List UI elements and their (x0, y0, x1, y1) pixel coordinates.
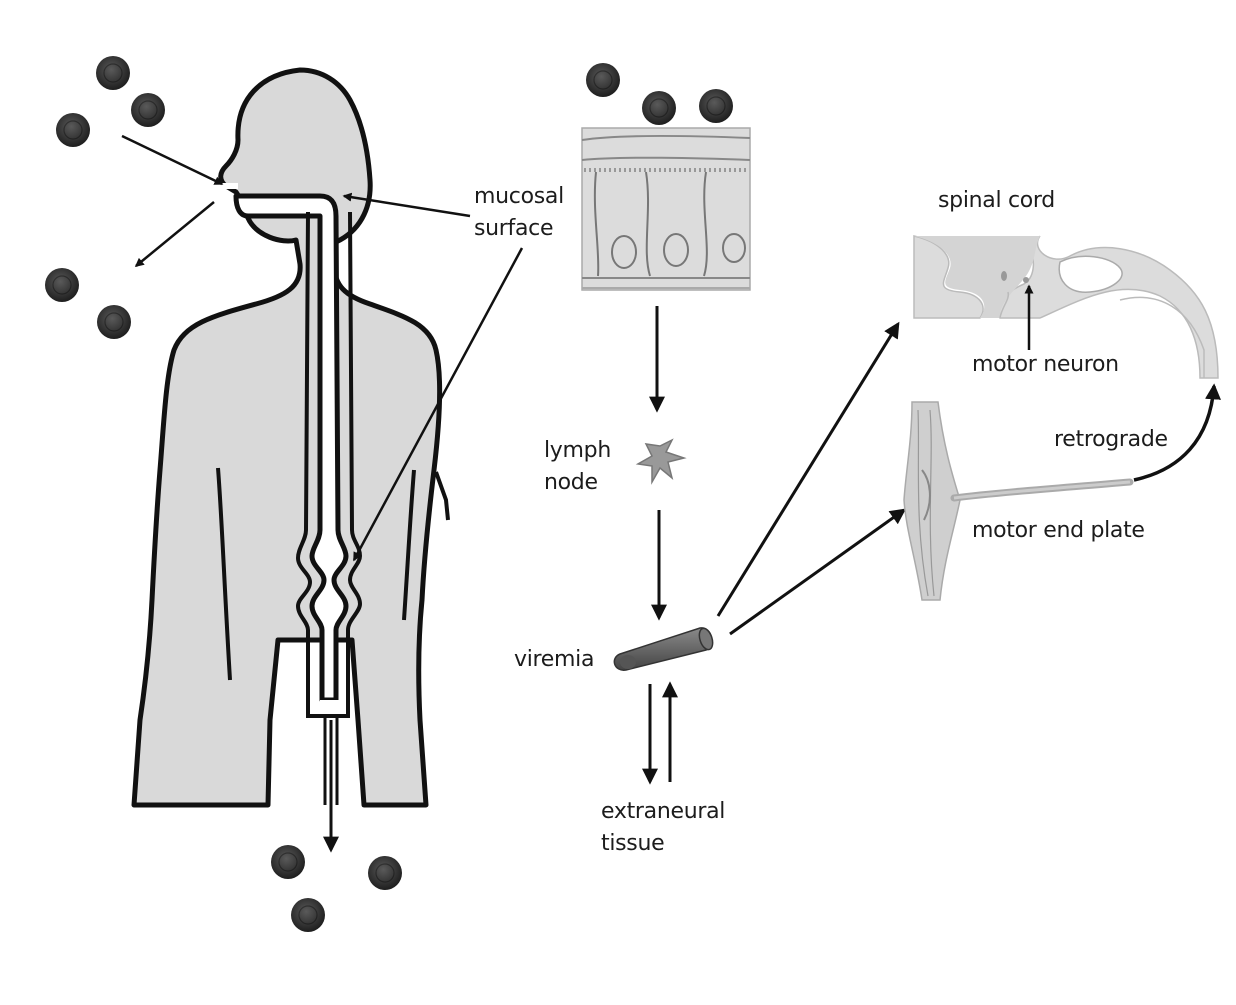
virus-particle (131, 93, 165, 127)
arrow-to-spinal-cord (716, 321, 900, 617)
label-lymph: lymph (544, 438, 611, 463)
label-node: node (544, 470, 598, 495)
human-body-silhouette (131, 67, 443, 808)
label-surface: surface (474, 216, 554, 241)
viremia-vessel (613, 627, 714, 671)
gi-tract-rectum (320, 700, 344, 714)
mucosal-pointer-throat (342, 192, 471, 218)
virus-particle (586, 63, 620, 97)
right-arm-edge (434, 471, 450, 521)
virus-texture (52, 63, 726, 925)
mucosal-pointer-intestine (352, 247, 524, 562)
label-extraneural: extraneural (601, 799, 726, 824)
arrow-to-motor-end-plate (729, 508, 907, 636)
virus-particle (97, 305, 131, 339)
shedding-arrow (134, 201, 215, 267)
label-mucosal: mucosal (474, 184, 564, 209)
muscle-illustration (903, 401, 1134, 601)
label-motor-end-plate: motor end plate (972, 518, 1145, 543)
right-arm-line (402, 469, 416, 621)
spinal-cord-illustration (913, 235, 1219, 379)
virus-particle (642, 91, 676, 125)
label-motor-neuron: motor neuron (972, 352, 1119, 377)
label-tissue: tissue (601, 831, 665, 856)
epithelium-illustration (581, 127, 751, 291)
virus-particles (45, 56, 733, 932)
label-viremia: viremia (514, 647, 595, 672)
left-arm-line (216, 467, 232, 681)
ingestion-arrow (121, 134, 224, 186)
virus-particle (291, 898, 325, 932)
virus-particle (45, 268, 79, 302)
virus-particle (96, 56, 130, 90)
virus-particle (271, 845, 305, 879)
label-spinal-cord: spinal cord (938, 188, 1055, 213)
gi-tract-outer-wall (295, 211, 363, 718)
lymph-node-cell (635, 438, 687, 485)
virus-particle (368, 856, 402, 890)
virus-particle (699, 89, 733, 123)
label-retrograde: retrograde (1054, 427, 1168, 452)
virus-particle (56, 113, 90, 147)
retrograde-arrow (1133, 383, 1221, 482)
